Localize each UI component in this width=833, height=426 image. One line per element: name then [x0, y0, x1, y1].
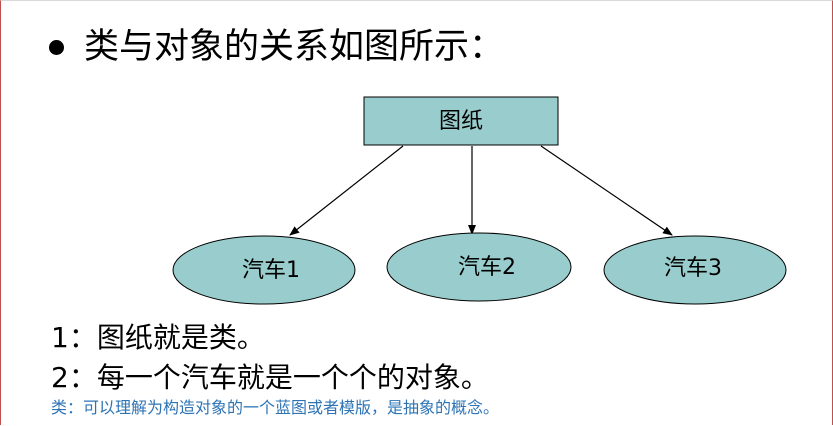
- arrow-to-car-3: [540, 145, 673, 236]
- explanation-line-1: 1：图纸就是类。: [51, 321, 265, 354]
- car-node-1-label: 汽车1: [242, 258, 300, 283]
- car-node-3-label: 汽车3: [664, 256, 722, 281]
- explanation-line-2: 2：每一个汽车就是一个个的对象。: [51, 361, 489, 394]
- root-node-box: [363, 96, 559, 146]
- heading-row: 类与对象的关系如图所示：: [49, 23, 504, 71]
- class-definition-note: 类：可以理解为构造对象的一个蓝图或者模版，是抽象的概念。: [51, 398, 500, 417]
- slide-heading: 类与对象的关系如图所示：: [84, 27, 505, 67]
- arrow-to-car-1: [289, 145, 404, 236]
- car-node-3: [603, 235, 787, 305]
- car-node-2-label: 汽车2: [458, 255, 516, 280]
- root-node-label: 图纸: [439, 109, 483, 134]
- car-node-1: [172, 235, 356, 305]
- car-node-2: [386, 232, 572, 302]
- bullet-icon: [49, 39, 64, 55]
